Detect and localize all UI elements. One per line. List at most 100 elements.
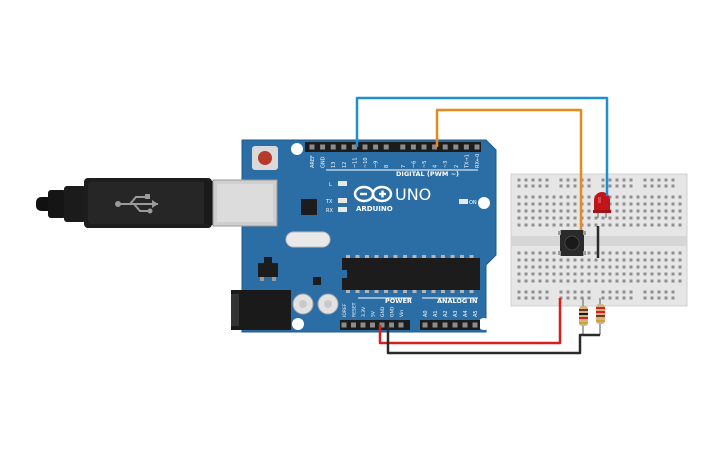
header-pin-hole[interactable]: [432, 322, 438, 328]
breadboard-hole[interactable]: [671, 216, 675, 220]
header-pin-hole[interactable]: [462, 322, 468, 328]
header-pin-hole[interactable]: [330, 144, 336, 150]
breadboard-hole[interactable]: [636, 251, 640, 255]
breadboard-hole[interactable]: [671, 202, 675, 206]
breadboard-hole[interactable]: [524, 279, 528, 283]
breadboard-hole[interactable]: [531, 290, 535, 294]
breadboard-hole[interactable]: [664, 251, 668, 255]
breadboard-hole[interactable]: [587, 279, 591, 283]
breadboard-hole[interactable]: [636, 202, 640, 206]
breadboard-hole[interactable]: [566, 279, 570, 283]
breadboard-hole[interactable]: [594, 223, 598, 227]
breadboard-hole[interactable]: [552, 223, 556, 227]
breadboard-hole[interactable]: [608, 279, 612, 283]
header-pin-hole[interactable]: [452, 322, 458, 328]
breadboard-hole[interactable]: [559, 178, 563, 182]
breadboard-hole[interactable]: [615, 209, 619, 213]
breadboard-hole[interactable]: [643, 223, 647, 227]
breadboard-hole[interactable]: [531, 216, 535, 220]
breadboard-hole[interactable]: [566, 195, 570, 199]
breadboard-hole[interactable]: [538, 279, 542, 283]
breadboard-hole[interactable]: [531, 296, 535, 300]
breadboard-hole[interactable]: [587, 178, 591, 182]
breadboard-hole[interactable]: [650, 202, 654, 206]
breadboard-hole[interactable]: [538, 184, 542, 188]
breadboard-hole[interactable]: [587, 202, 591, 206]
wire-pin12-to-breadboard[interactable]: [355, 96, 609, 196]
header-pin-hole[interactable]: [442, 322, 448, 328]
breadboard-hole[interactable]: [664, 258, 668, 262]
breadboard-hole[interactable]: [573, 178, 577, 182]
breadboard-hole[interactable]: [538, 195, 542, 199]
breadboard-hole[interactable]: [559, 202, 563, 206]
breadboard-hole[interactable]: [664, 195, 668, 199]
breadboard-hole[interactable]: [601, 216, 605, 220]
breadboard-hole[interactable]: [524, 184, 528, 188]
wire-pin4-to-pushbutton[interactable]: [435, 108, 583, 230]
breadboard-hole[interactable]: [622, 216, 626, 220]
breadboard-hole[interactable]: [671, 195, 675, 199]
breadboard-hole[interactable]: [615, 279, 619, 283]
breadboard-hole[interactable]: [573, 290, 577, 294]
breadboard-hole[interactable]: [629, 265, 633, 269]
breadboard-hole[interactable]: [657, 251, 661, 255]
breadboard-hole[interactable]: [657, 296, 661, 300]
breadboard-hole[interactable]: [671, 184, 675, 188]
breadboard-hole[interactable]: [671, 279, 675, 283]
breadboard-hole[interactable]: [573, 195, 577, 199]
breadboard-hole[interactable]: [552, 202, 556, 206]
breadboard-hole[interactable]: [538, 290, 542, 294]
header-pin-hole[interactable]: [472, 322, 478, 328]
breadboard-hole[interactable]: [587, 209, 591, 213]
breadboard-hole[interactable]: [629, 296, 633, 300]
breadboard-hole[interactable]: [552, 195, 556, 199]
breadboard-hole[interactable]: [573, 279, 577, 283]
breadboard-hole[interactable]: [615, 216, 619, 220]
breadboard-hole[interactable]: [608, 272, 612, 276]
header-pin-hole[interactable]: [309, 144, 315, 150]
breadboard-hole[interactable]: [594, 216, 598, 220]
breadboard-hole[interactable]: [524, 202, 528, 206]
breadboard-hole[interactable]: [538, 178, 542, 182]
breadboard-hole[interactable]: [559, 258, 563, 262]
breadboard-hole[interactable]: [643, 258, 647, 262]
breadboard-hole[interactable]: [531, 251, 535, 255]
breadboard-hole[interactable]: [580, 279, 584, 283]
breadboard-hole[interactable]: [566, 216, 570, 220]
header-pin-hole[interactable]: [410, 144, 416, 150]
breadboard-hole[interactable]: [573, 184, 577, 188]
breadboard-hole[interactable]: [524, 272, 528, 276]
breadboard-hole[interactable]: [643, 296, 647, 300]
breadboard-hole[interactable]: [650, 258, 654, 262]
breadboard-hole[interactable]: [678, 272, 682, 276]
breadboard-hole[interactable]: [538, 272, 542, 276]
breadboard-hole[interactable]: [580, 296, 584, 300]
breadboard-hole[interactable]: [615, 258, 619, 262]
breadboard-hole[interactable]: [664, 184, 668, 188]
breadboard-hole[interactable]: [587, 265, 591, 269]
breadboard-hole[interactable]: [538, 258, 542, 262]
breadboard-hole[interactable]: [664, 296, 668, 300]
breadboard-hole[interactable]: [524, 265, 528, 269]
breadboard-hole[interactable]: [678, 195, 682, 199]
breadboard-hole[interactable]: [545, 279, 549, 283]
header-pin-hole[interactable]: [421, 144, 427, 150]
breadboard-hole[interactable]: [615, 202, 619, 206]
dc-power-jack[interactable]: [231, 290, 291, 330]
breadboard-hole[interactable]: [664, 279, 668, 283]
usb-cable[interactable]: [36, 178, 216, 228]
breadboard-hole[interactable]: [573, 272, 577, 276]
header-pin-hole[interactable]: [453, 144, 459, 150]
breadboard-hole[interactable]: [657, 279, 661, 283]
breadboard-hole[interactable]: [538, 251, 542, 255]
breadboard-hole[interactable]: [524, 251, 528, 255]
breadboard-hole[interactable]: [517, 251, 521, 255]
breadboard-hole[interactable]: [643, 184, 647, 188]
breadboard-hole[interactable]: [678, 223, 682, 227]
breadboard-hole[interactable]: [545, 216, 549, 220]
breadboard-hole[interactable]: [524, 216, 528, 220]
breadboard-hole[interactable]: [545, 251, 549, 255]
breadboard-hole[interactable]: [622, 184, 626, 188]
breadboard-hole[interactable]: [678, 216, 682, 220]
header-pin-hole[interactable]: [373, 144, 379, 150]
